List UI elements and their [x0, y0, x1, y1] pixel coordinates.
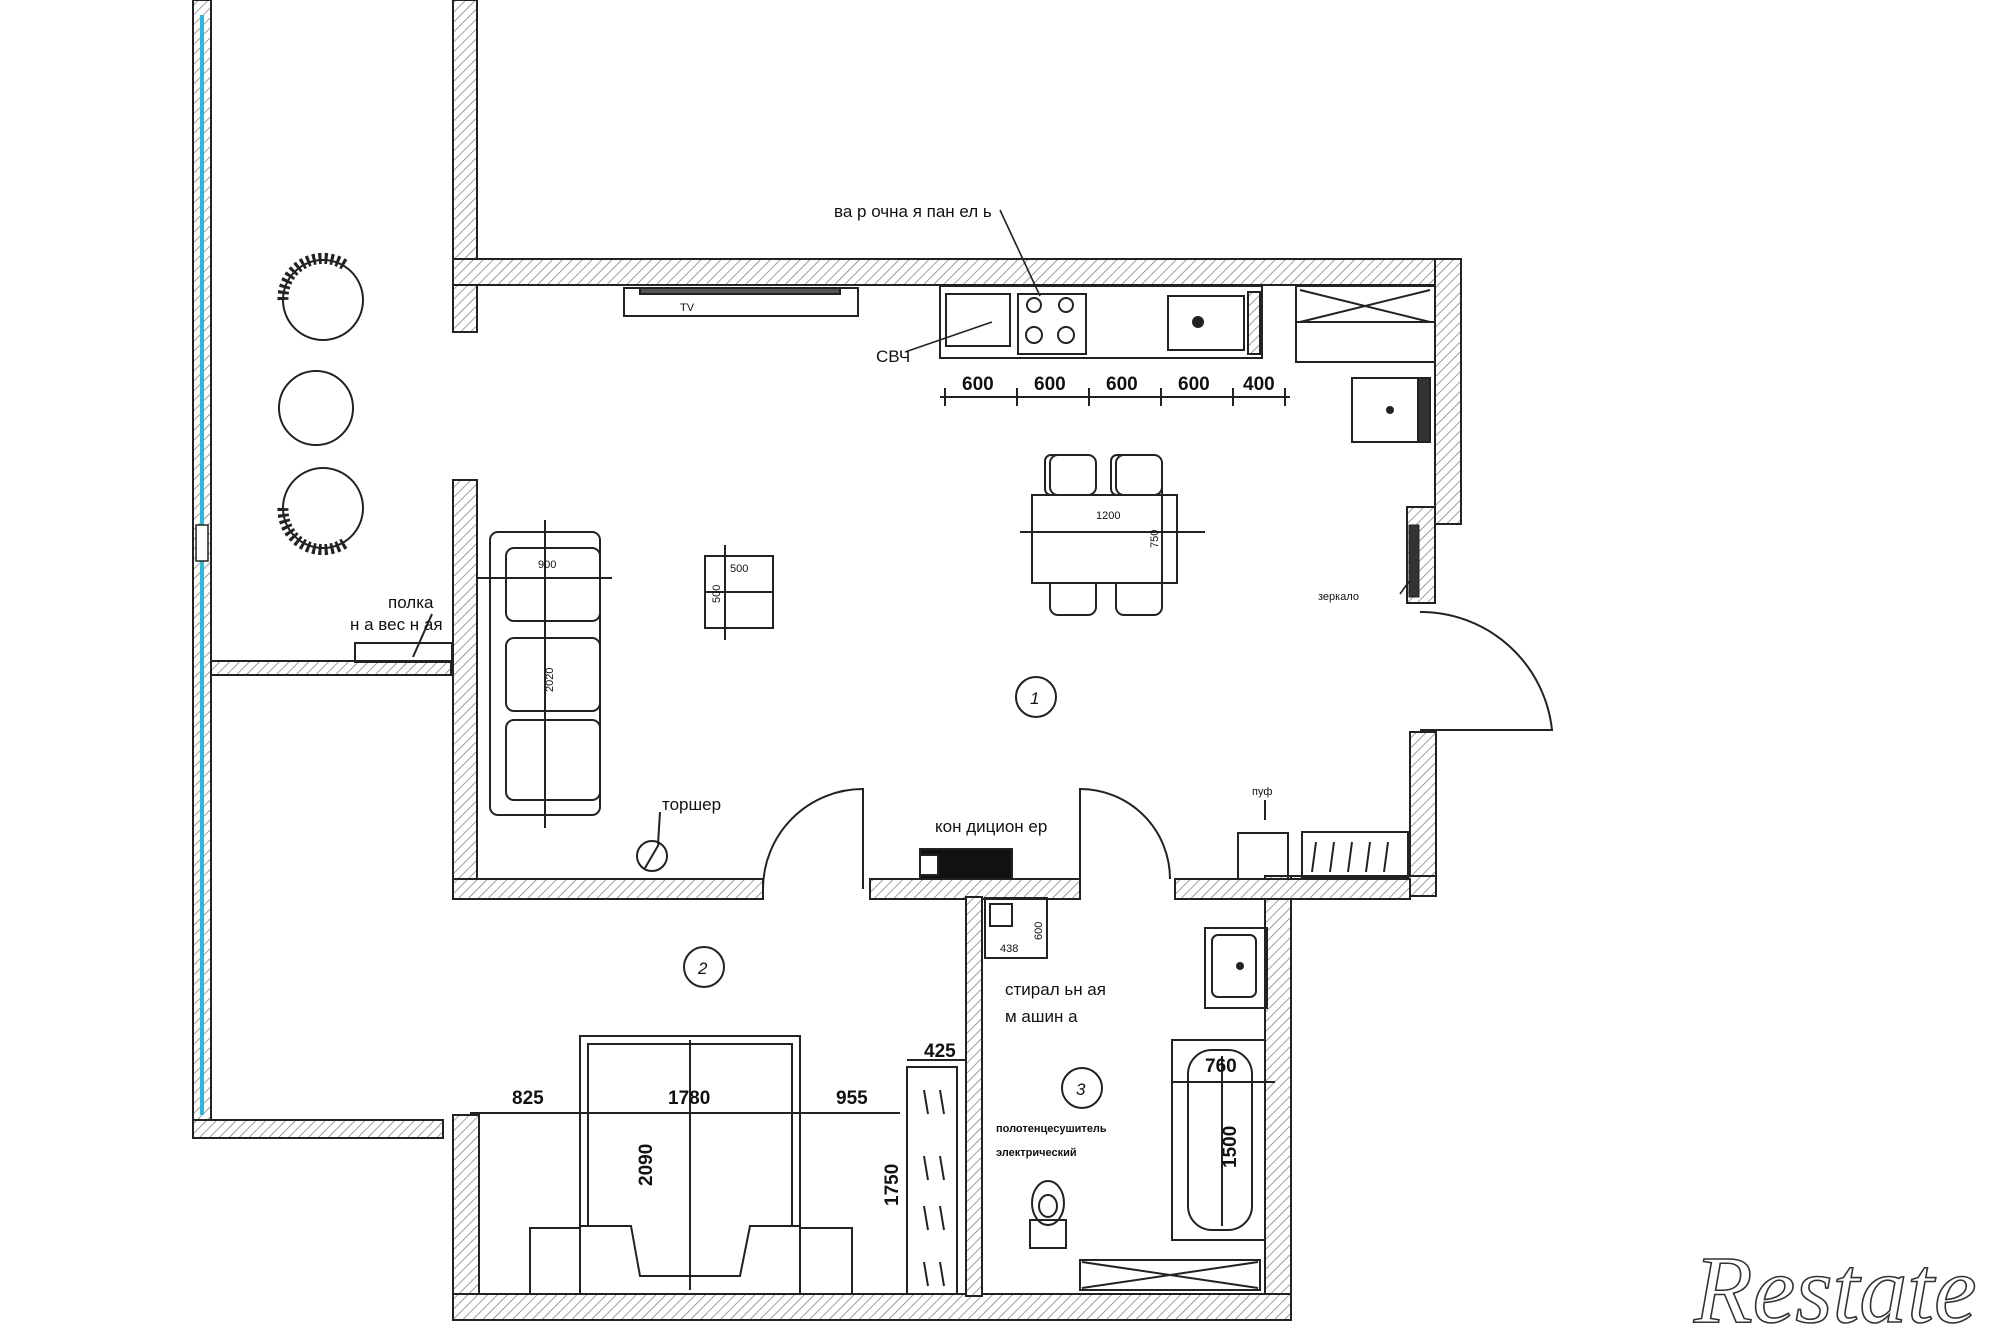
- dining-width: 1200: [1096, 510, 1120, 522]
- sofa-depth: 900: [538, 559, 556, 571]
- room-1-number: 1: [1030, 689, 1039, 708]
- dining-depth: 750: [1149, 530, 1161, 548]
- bath-dim-tub-length: 1500: [1220, 1126, 1241, 1168]
- basin-height: 600: [1033, 922, 1045, 940]
- dishwasher-label: СВЧ: [876, 347, 910, 366]
- shelf-label-line2: н а вес н ая: [350, 615, 443, 634]
- doors: [762, 610, 1554, 890]
- bathroom-fixtures: [984, 897, 1275, 1291]
- closet: [906, 1059, 965, 1295]
- kitchen-dim-2: 600: [1034, 374, 1066, 395]
- sofa-length: 2020: [544, 668, 556, 692]
- washer-label-line1: стирал ьн ая: [1005, 980, 1106, 999]
- bedroom-dim-bed-width: 1780: [668, 1088, 710, 1109]
- table-height: 500: [711, 585, 723, 603]
- sofa: [478, 520, 612, 828]
- balcony-chairs: [277, 252, 364, 556]
- mirror: [1408, 524, 1420, 598]
- bath-dim-tub-width: 760: [1205, 1056, 1237, 1077]
- table-width: 500: [730, 563, 748, 575]
- room-markers: [683, 676, 1103, 1109]
- air-conditioner-label: кон дицион ер: [935, 817, 1047, 836]
- brand-logo: Restate: [1693, 1236, 1977, 1341]
- basin-width: 438: [1000, 943, 1018, 955]
- coffee-table: [704, 545, 774, 640]
- room-3-number: 3: [1076, 1080, 1086, 1099]
- air-conditioner: [919, 848, 1013, 880]
- pouf-label: пуф: [1252, 786, 1272, 798]
- floor-lamp: [636, 811, 668, 872]
- bedroom-dim-closet-height: 1750: [882, 1164, 903, 1206]
- kitchen: [623, 285, 1436, 443]
- leader-lines: [904, 209, 1411, 595]
- mirror-label: зеркало: [1318, 591, 1359, 603]
- entry-furniture: [1237, 800, 1409, 880]
- bed: [470, 1035, 900, 1295]
- bedroom-dim-left: 825: [512, 1088, 544, 1109]
- towel-label-line1: полотенцесушитель: [996, 1123, 1107, 1135]
- hanging-shelf: [354, 613, 453, 663]
- cooktop-label: ва р очна я пан ел ь: [834, 202, 992, 221]
- kitchen-dim-5: 400: [1243, 374, 1275, 395]
- kitchen-dim-1: 600: [962, 374, 994, 395]
- kitchen-dim-4: 600: [1178, 374, 1210, 395]
- towel-label-line2: электрический: [996, 1147, 1077, 1159]
- floor-lamp-label: торшер: [662, 795, 721, 814]
- washer-label-line2: м ашин а: [1005, 1007, 1078, 1026]
- kitchen-dim-3: 600: [1106, 374, 1138, 395]
- room-2-number: 2: [697, 959, 708, 978]
- bedroom-dim-right: 955: [836, 1088, 868, 1109]
- tv-label: TV: [680, 302, 695, 314]
- bedroom-dim-closet-width: 425: [924, 1041, 956, 1062]
- shelf-label-line1: полка: [388, 593, 434, 612]
- dining-set: [1020, 454, 1205, 616]
- bedroom-dim-bed-length: 2090: [636, 1144, 657, 1186]
- balcony-glazing: [195, 15, 209, 1115]
- walls: [192, 0, 1462, 1321]
